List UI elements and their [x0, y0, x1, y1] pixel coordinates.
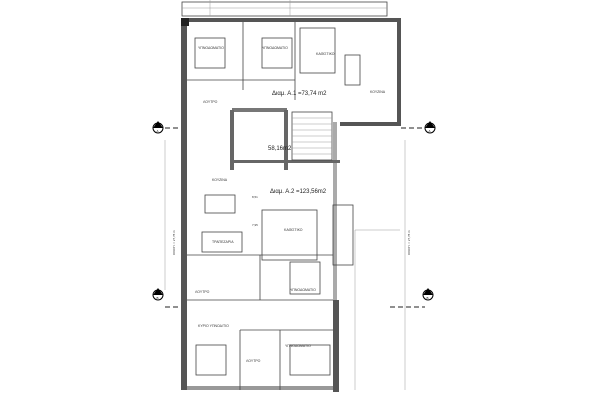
dim-right-boundary: ΟΙΚΟΠ. = 27,78 m [407, 230, 411, 255]
top-balcony [181, 0, 388, 17]
section-marker-a-left: Α [152, 121, 164, 134]
section-marker-b-left: Β [152, 288, 164, 301]
exterior-walls [181, 18, 401, 392]
section-marker-b-right: Β [422, 288, 434, 301]
svg-text:Α: Α [157, 129, 159, 133]
room-kitchen-a1: ΚΟΥΖΙΝΑ [370, 90, 386, 94]
dim-kitchen: 8,51 [252, 195, 258, 199]
section-lines [165, 127, 425, 308]
svg-text:Β: Β [157, 296, 159, 300]
area-label-a2: Διαμ. Α.2 =123,56m2 [270, 189, 327, 195]
room-bedroom-1: ΥΠΝΟΔΩΜΑΤΙΟ [198, 46, 224, 50]
area-label-common: 58,16m2 [268, 146, 292, 152]
staircase [291, 111, 354, 266]
room-dining-a2: ΤΡΑΠΕΖΑΡΙΑ [212, 240, 234, 244]
room-bedroom-4: ΥΠΝΟΔΩΜΑΤΙΟ [285, 344, 311, 348]
interior-walls [187, 22, 340, 390]
room-master-bedroom: ΚΥΡΙΟ ΥΠΝΟΔ/ΤΙΟ [198, 324, 229, 328]
svg-text:Β: Β [427, 296, 429, 300]
room-living-a2: ΚΑΘΙΣΤΙΚΟ [284, 228, 303, 232]
room-bath-a1: ΛΟΥΤΡΟ [203, 100, 218, 104]
room-bath-a2b: ΛΟΥΤΡΟ [246, 359, 261, 363]
room-living-a1: ΚΑΘΙΣΤΙΚΟ [316, 52, 335, 56]
area-label-a1: Διαμ. Α.1 =73,74 m2 [272, 91, 327, 97]
room-bedroom-2: ΥΠΝΟΔΩΜΑΤΙΟ [262, 46, 288, 50]
furniture [194, 27, 361, 376]
room-bath-a2: ΛΟΥΤΡΟ [195, 290, 210, 294]
svg-text:Α: Α [429, 129, 431, 133]
room-kitchen-a2: ΚΟΥΖΙΝΑ [212, 178, 228, 182]
dim-living: 7,95 [252, 223, 258, 227]
room-bedroom-3: ΥΠΝΟΔΩΜΑΤΙΟ [290, 288, 316, 292]
dim-left-boundary: ΟΙΚΟΠ. = 27,78 m [172, 230, 176, 255]
section-marker-a-right: Α [424, 121, 436, 134]
